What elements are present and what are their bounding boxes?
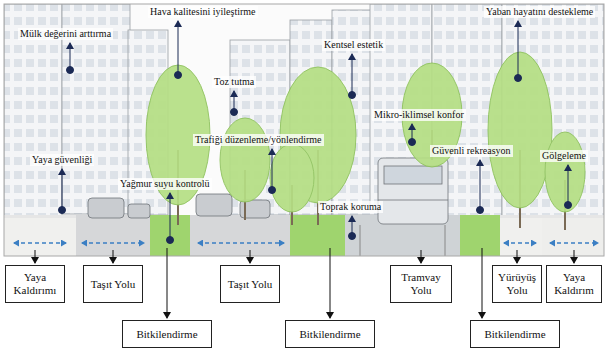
section-label: Bitkilendirme xyxy=(299,328,360,341)
section-box: Taşıt Yolu xyxy=(220,265,280,303)
section-label: Taşıt Yolu xyxy=(91,278,135,291)
section-box: Bitkilendirme xyxy=(285,320,375,348)
callout-label: Hava kalitesini iyileştirme xyxy=(148,6,258,18)
callout-label: Kentsel estetik xyxy=(322,39,385,51)
section-box: Taşıt Yolu xyxy=(83,265,143,303)
callout-label: Toprak koruma xyxy=(318,201,383,213)
section-box: Tramvay Yolu xyxy=(390,265,452,303)
section-label: Bitkilendirme xyxy=(484,328,545,341)
section-box: Yaya Kaldırım xyxy=(546,265,602,303)
section-label: Tramvay Yolu xyxy=(394,271,448,296)
callout-label: Toz tutma xyxy=(212,76,256,88)
section-box: Yürüyüş Yolu xyxy=(492,265,542,303)
section-label: Taşıt Yolu xyxy=(228,278,272,291)
callout-label: Yaban hayatını destekleme xyxy=(484,6,595,18)
callout-label: Yağmur suyu kontrolü xyxy=(118,178,212,190)
section-box: Yaya Kaldırımı xyxy=(5,265,65,303)
callout-label: Yaya güvenliği xyxy=(30,154,94,166)
section-label: Yaya Kaldırımı xyxy=(9,271,61,296)
section-box: Bitkilendirme xyxy=(122,320,212,348)
section-label: Yaya Kaldırım xyxy=(550,271,598,296)
callout-label: Mülk değerini arttırma xyxy=(18,28,113,40)
section-label: Yürüyüş Yolu xyxy=(496,271,538,296)
callout-label: Mikro-iklimsel konfor xyxy=(372,109,466,121)
callout-label: Gölgeleme xyxy=(540,150,588,162)
section-box: Bitkilendirme xyxy=(470,320,560,348)
callout-label: Güvenli rekreasyon xyxy=(430,145,513,157)
callout-label: Trafiği düzenleme/yönlendirme xyxy=(193,134,324,146)
section-label: Bitkilendirme xyxy=(136,328,197,341)
